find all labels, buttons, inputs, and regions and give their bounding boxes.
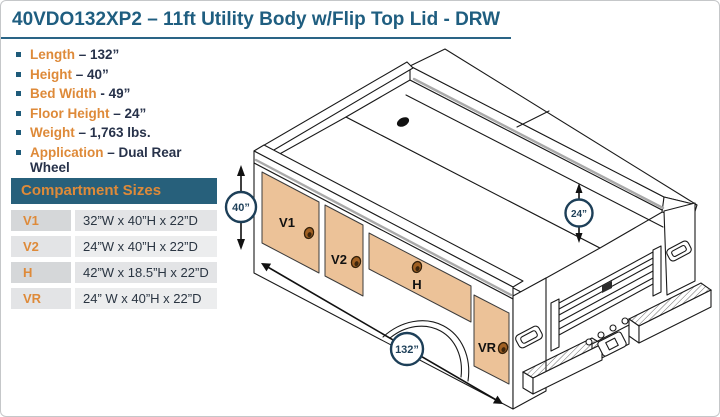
- rail-latch: [602, 281, 612, 293]
- compartment-doors: V1 V2 H VR: [261, 171, 510, 385]
- wheel-arch-inner-lip: [389, 325, 462, 378]
- compartment-size-table: Compartment Sizes V1 32”W x 40”H x 22”D …: [11, 178, 217, 314]
- rail-right-post: [652, 245, 662, 297]
- left-wall-top-rail: [253, 144, 524, 300]
- spec-list: Length – 132” Height – 40” Bed Width - 4…: [14, 47, 214, 179]
- hitch-recess: [597, 331, 627, 357]
- drain-hole: [396, 117, 410, 127]
- compartment-door-v1: [261, 171, 320, 274]
- rear-right-handle: [666, 240, 692, 262]
- door-label-v2: V2: [331, 252, 347, 267]
- compartment-door-h: [368, 232, 472, 323]
- rear-step-bumper: [521, 282, 713, 395]
- dimension-bed-depth: 24”: [564, 183, 594, 243]
- bullet-icon: [16, 110, 21, 116]
- rear-assembly: [512, 202, 713, 410]
- spec-item-length: Length – 132”: [14, 47, 214, 62]
- rear-fold-down-rail: [550, 245, 662, 352]
- bumper-hole: [597, 331, 605, 339]
- title-underline: [1, 37, 511, 39]
- door-label-vr: VR: [478, 340, 497, 355]
- table-row: V2 24”W x 40”H x 22”D: [11, 236, 217, 257]
- compartment-door-vr: [473, 294, 510, 385]
- latch-h: [411, 260, 423, 274]
- lid-hinge-stripe: [412, 77, 665, 210]
- spec-item-floor-height: Floor Height – 24”: [14, 106, 214, 121]
- compartment-table-header: Compartment Sizes: [11, 178, 217, 204]
- latch-v2: [350, 255, 362, 269]
- bumper-hole: [621, 317, 629, 325]
- bullet-icon: [16, 130, 21, 135]
- spec-item-height: Height – 40”: [14, 67, 214, 82]
- table-row: V1 32”W x 40”H x 22”D: [11, 210, 217, 231]
- dimension-length: 132”: [261, 263, 503, 404]
- dimension-height: 40”: [224, 165, 258, 250]
- door-label-h: H: [412, 277, 421, 292]
- door-label-v1: V1: [279, 215, 295, 230]
- table-row: H 42”W x 18.5”H x 22”D: [11, 262, 217, 283]
- bullet-icon: [16, 71, 21, 77]
- table-row: VR 24” W x 40”H x 22”D: [11, 288, 217, 309]
- latch-vr: [497, 341, 509, 355]
- dimension-bed-depth-label: 24”: [571, 209, 587, 220]
- bullet-icon: [16, 149, 21, 155]
- bumper-hole: [585, 338, 593, 346]
- lid-seam: [516, 110, 550, 128]
- rear-left-handle: [515, 325, 543, 349]
- rail-left-post: [550, 298, 560, 352]
- spec-item-weight: Weight – 1,763 lbs.: [14, 125, 214, 140]
- compartment-door-v2: [324, 204, 364, 297]
- bullet-icon: [16, 52, 21, 57]
- bumper-hole: [609, 324, 617, 332]
- spec-item-bed-width: Bed Width - 49”: [14, 86, 214, 101]
- dimension-height-label: 40”: [232, 202, 250, 214]
- bullet-icon: [16, 91, 21, 96]
- utility-body-isometric-drawing: V1 V2 H VR: [224, 48, 713, 410]
- page-title: 40VDO132XP2 – 11ft Utility Body w/Flip T…: [12, 9, 501, 30]
- latch-v1: [303, 226, 315, 240]
- wheel-arch-outer-lip: [382, 320, 470, 382]
- dimension-length-label: 132”: [395, 344, 419, 356]
- spec-item-application: Application – Dual Rear Wheel: [14, 145, 214, 175]
